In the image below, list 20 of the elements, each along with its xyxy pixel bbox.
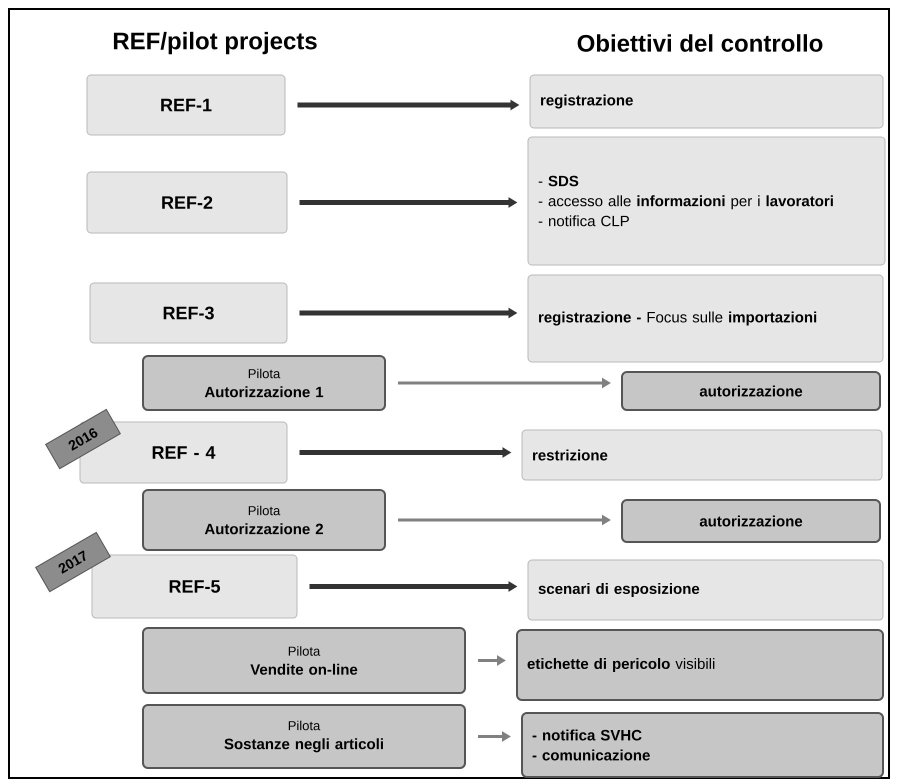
project-box: REF-2 (86, 172, 288, 234)
project-box: REF-3 (90, 282, 288, 344)
year-badge: 2016 (45, 408, 121, 470)
goal-box: autorizzazione (621, 499, 881, 543)
project-box: REF-5 (92, 554, 298, 618)
goal-box: - SDS - accesso alle informazioni per i lavoratori - notifica CLP (528, 136, 886, 266)
goal-box: registrazione - Focus sulle importazioni (528, 274, 884, 362)
pilot-box: Pilota Vendite on-line (142, 627, 466, 694)
goal-box: restrizione (522, 430, 882, 480)
pilot-box: Pilota Sostanze negli articoli (142, 704, 466, 769)
goal-box: - notifica SVHC - comunicazione (521, 712, 884, 778)
column-heading: Obiettivi del controllo (578, 34, 822, 52)
goal-box: scenari di esposizione (528, 560, 884, 620)
goal-box: etichette di pericolo visibili (516, 629, 884, 701)
pilot-box: Pilota Autorizzazione 2 (142, 489, 386, 551)
goal-box: autorizzazione (621, 371, 881, 411)
pilot-box: Pilota Autorizzazione 1 (142, 355, 386, 411)
project-box: REF-1 (86, 74, 286, 136)
goal-box: registrazione (530, 74, 884, 128)
year-badge: 2017 (35, 532, 111, 592)
